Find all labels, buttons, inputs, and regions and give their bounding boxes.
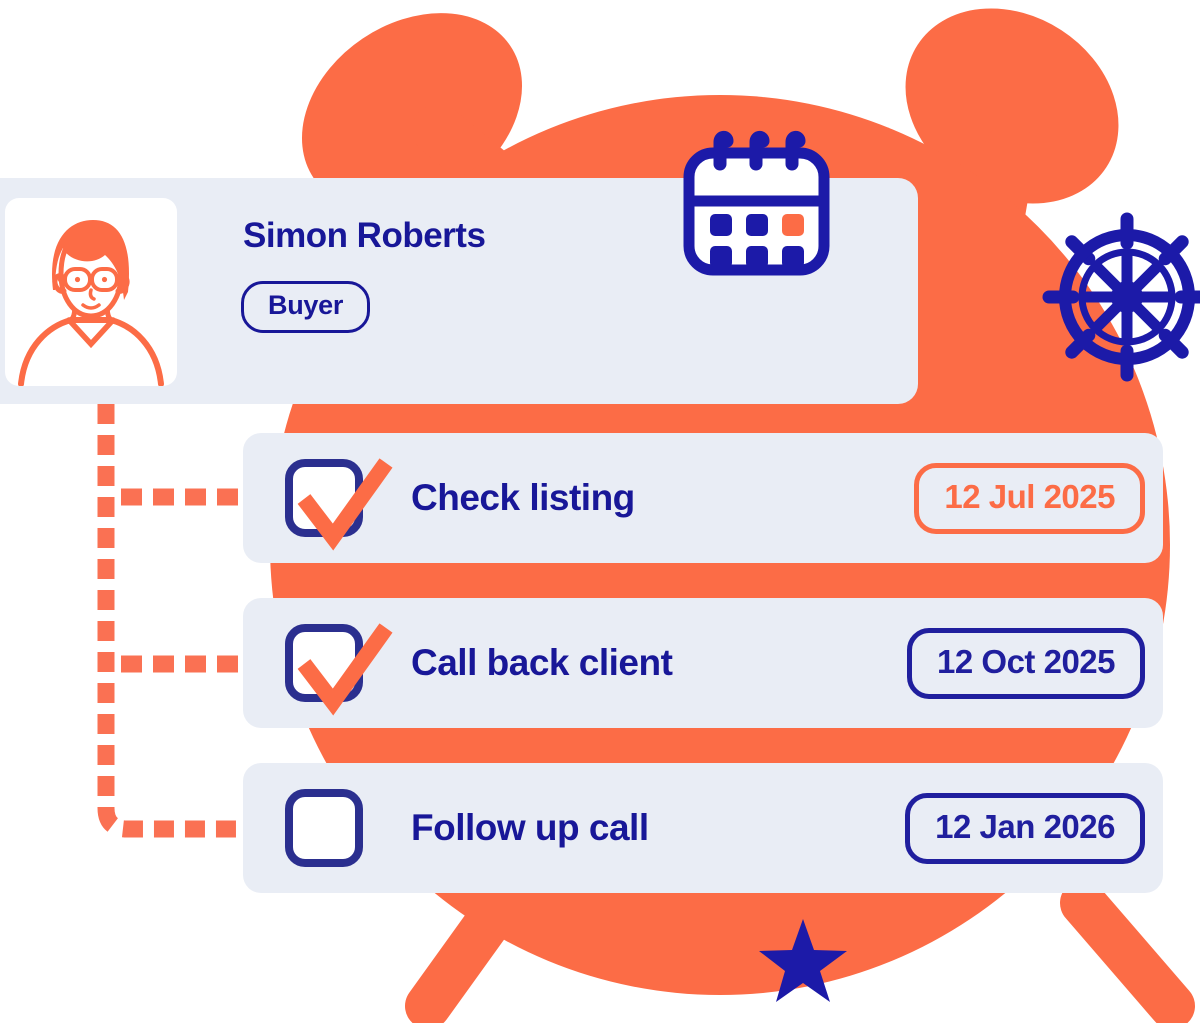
person-avatar bbox=[18, 220, 164, 386]
avatar bbox=[5, 198, 177, 386]
task-checkbox[interactable] bbox=[285, 789, 363, 867]
checkmark-icon bbox=[297, 623, 393, 716]
task-checkbox[interactable] bbox=[285, 458, 393, 551]
calendar-icon bbox=[680, 130, 833, 276]
task-label: Follow up call bbox=[411, 807, 649, 848]
contact-name: Simon Roberts bbox=[243, 216, 486, 255]
star-icon bbox=[759, 919, 847, 1002]
ship-wheel-icon bbox=[1042, 212, 1200, 382]
due-date-badge[interactable]: 12 Jan 2026 bbox=[905, 792, 1145, 864]
due-date-badge[interactable]: 12 Oct 2025 bbox=[907, 627, 1145, 699]
task-checkbox[interactable] bbox=[285, 623, 393, 716]
due-date-badge[interactable]: 12 Jul 2025 bbox=[914, 462, 1145, 534]
task-row: Follow up call 12 Jan 2026 bbox=[243, 763, 1163, 893]
role-badge: Buyer bbox=[241, 281, 371, 333]
task-row: Call back client 12 Oct 2025 bbox=[243, 598, 1163, 728]
clock-leg-right bbox=[1060, 880, 1195, 1023]
checkmark-icon bbox=[297, 458, 393, 551]
task-label: Check listing bbox=[411, 477, 635, 518]
task-row: Check listing 12 Jul 2025 bbox=[243, 433, 1163, 563]
task-label: Call back client bbox=[411, 642, 673, 683]
